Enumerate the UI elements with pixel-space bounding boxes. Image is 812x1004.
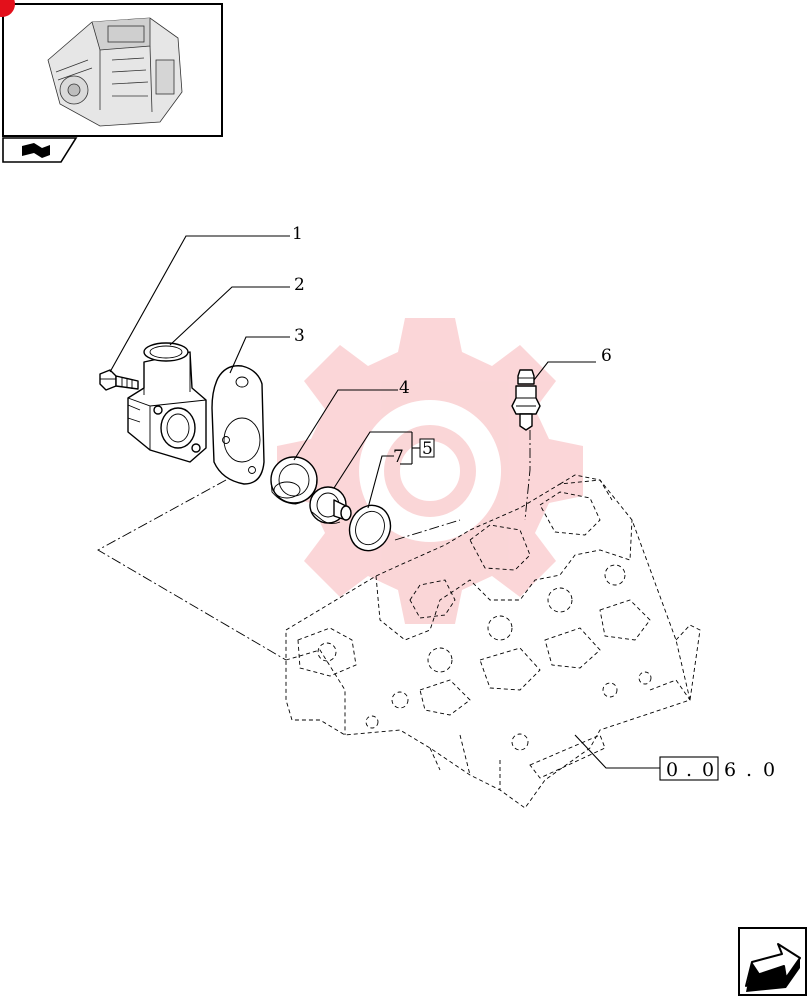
gear-watermark-icon <box>277 318 583 624</box>
callouts: 1 2 3 4 7 5 6 <box>292 224 612 467</box>
ref-plain-3: 0 <box>763 759 775 781</box>
part-1-bolt[interactable] <box>99 369 139 391</box>
part-3-gasket[interactable] <box>211 365 265 485</box>
assembly-lines <box>97 430 531 661</box>
callout-4: 4 <box>399 378 410 398</box>
engine-thumbnail-icon[interactable] <box>0 0 223 137</box>
callout-3: 3 <box>294 326 305 346</box>
cylinder-head <box>285 474 701 809</box>
ref-boxed-1: 0 <box>666 759 678 781</box>
ref-plain-2: . <box>746 759 752 781</box>
callout-7: 7 <box>393 447 404 467</box>
part-4-seal-ring[interactable] <box>270 456 318 505</box>
next-page-arrow-icon[interactable] <box>738 927 807 996</box>
corner-badge <box>0 0 15 17</box>
ref-boxed-3: 0 <box>702 759 714 781</box>
callout-1: 1 <box>292 224 303 244</box>
part-2-thermostat-housing[interactable] <box>127 342 207 463</box>
part-6-temperature-sender[interactable] <box>511 369 541 431</box>
ref-plain-1: 6 <box>724 759 736 781</box>
callout-5: 5 <box>422 439 433 459</box>
leader-lines <box>109 235 660 769</box>
callout-6: 6 <box>601 346 612 366</box>
part-7-thermostat[interactable] <box>309 486 352 525</box>
part-5-o-ring[interactable] <box>343 499 397 557</box>
book-icon[interactable] <box>2 137 78 163</box>
callout-2: 2 <box>294 275 305 295</box>
ref-boxed-2: . <box>686 759 692 781</box>
section-reference[interactable]: 0 . 0 6 . 0 <box>659 756 775 781</box>
